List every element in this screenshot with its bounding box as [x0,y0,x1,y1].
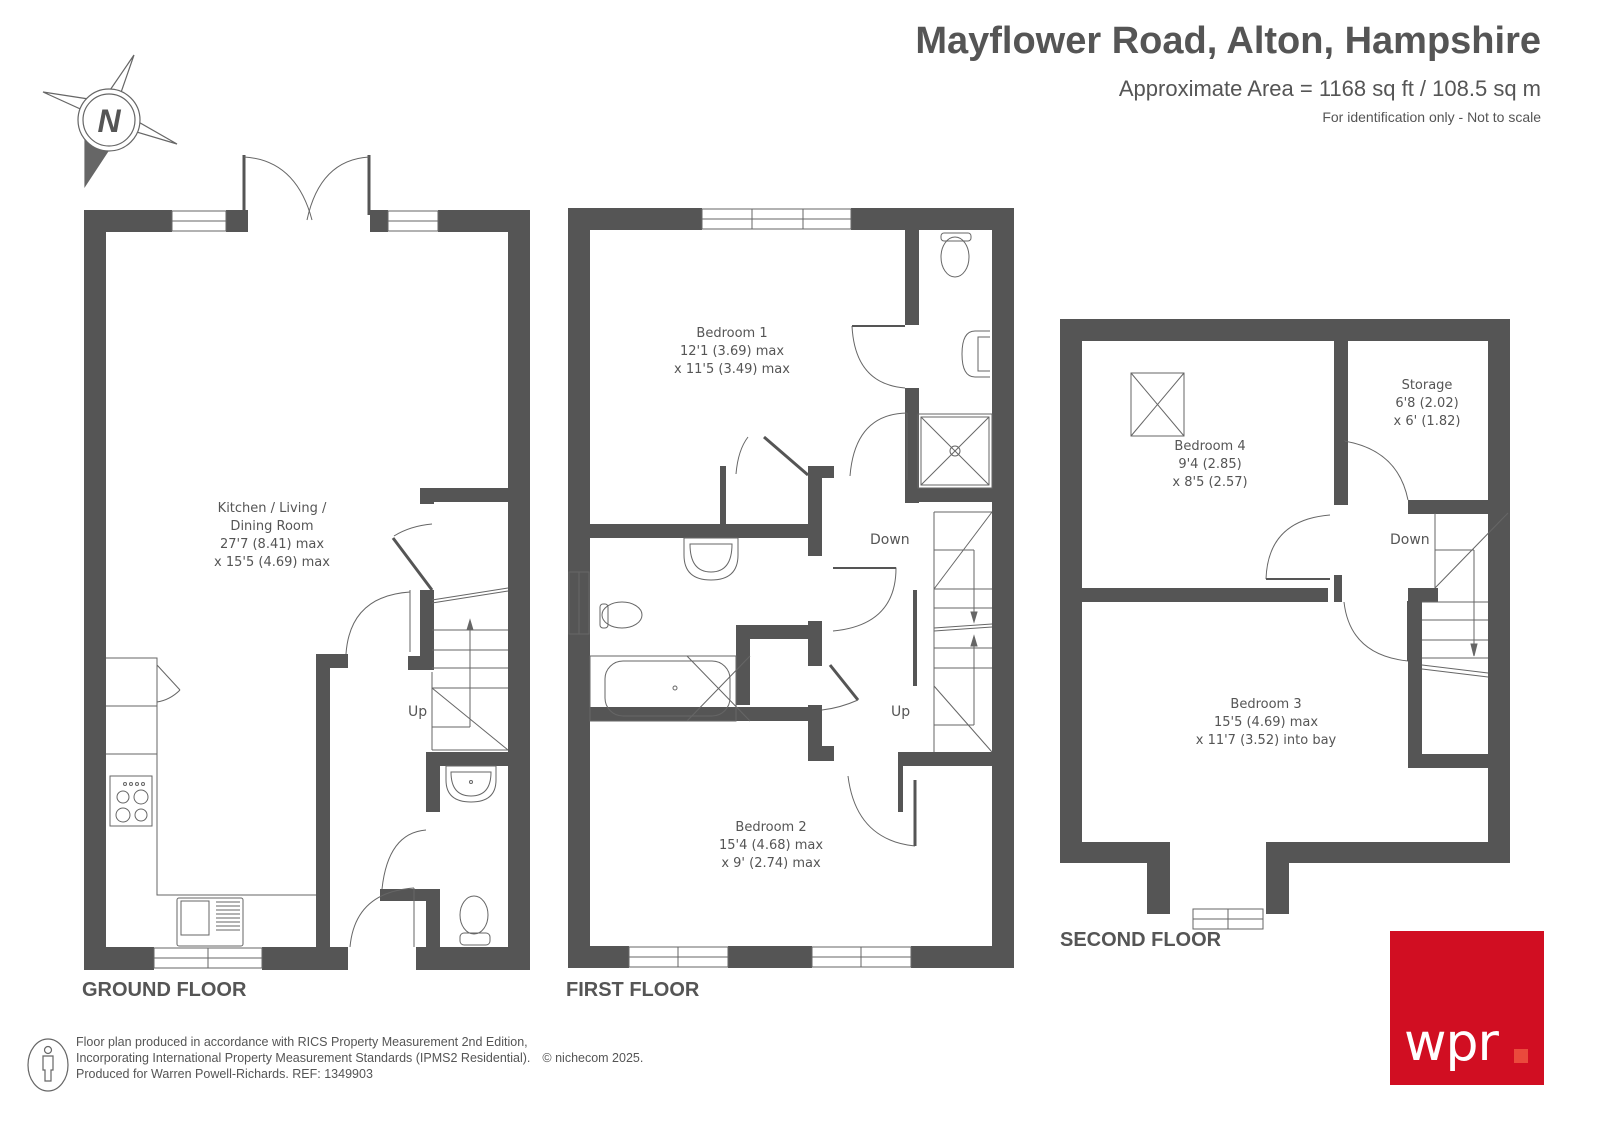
wpr-logo: wpr [1390,931,1544,1085]
room-name: Bedroom 3 [1230,697,1302,712]
first-floor-label: FIRST FLOOR [566,979,700,1001]
logo-dot-icon [1514,1049,1528,1063]
footer-line-3: Produced for Warren Powell-Richards. REF… [76,1067,373,1081]
room-dimension: 6'8 (2.02) [1395,396,1459,411]
stairs-down-label: Down [1390,532,1430,548]
first-floor-plan [568,208,1014,968]
approximate-area: Approximate Area = 1168 sq ft / 108.5 sq… [1118,76,1541,101]
room-bedroom-3: Bedroom 3 15'5 (4.69) max x 11'7 (3.52) … [1196,696,1337,750]
room-name: Bedroom 1 [696,326,768,341]
stairs-up-label: Up [408,704,428,720]
room-name: Storage [1401,378,1453,393]
room-name: Bedroom 2 [735,820,807,835]
room-kitchen-living-dining: Kitchen / Living / Dining Room 27'7 (8.4… [214,500,330,572]
room-dimension: 27'7 (8.41) max [219,537,325,552]
room-name: Dining Room [230,519,314,534]
room-dimension: x 9' (2.74) max [721,856,821,871]
footer-notes: Floor plan produced in accordance with R… [76,1034,643,1082]
compass-north-icon: N [42,54,178,189]
ground-floor-plan [84,155,530,970]
room-dimension: 15'4 (4.68) max [718,838,824,853]
room-dimension: x 11'5 (3.49) max [674,362,790,377]
room-bedroom-1: Bedroom 1 12'1 (3.69) max x 11'5 (3.49) … [674,325,790,379]
room-dimension: 12'1 (3.69) max [679,344,785,359]
stairs-down-label: Down [870,532,910,548]
room-bedroom-2: Bedroom 2 15'4 (4.68) max x 9' (2.74) ma… [719,819,823,873]
stairs-up-label: Up [891,704,911,720]
room-bedroom-4: Bedroom 4 9'4 (2.85) x 8'5 (2.57) [1172,438,1247,492]
logo-text: wpr [1404,1013,1499,1073]
room-dimension: x 11'7 (3.52) into bay [1195,733,1337,748]
second-floor-label: SECOND FLOOR [1060,929,1222,951]
footer-line-2: Incorporating International Property Mea… [76,1051,531,1065]
footer-line-1: Floor plan produced in accordance with R… [76,1035,528,1049]
room-name: Bedroom 4 [1174,439,1246,454]
room-dimension: x 15'5 (4.69) max [214,555,330,570]
copyright: © nichecom 2025. [542,1051,644,1065]
second-floor-plan [1060,319,1510,930]
property-title: Mayflower Road, Alton, Hampshire [915,20,1541,62]
room-dimension: 15'5 (4.69) max [1213,715,1319,730]
disclaimer: For identification only - Not to scale [1322,109,1541,125]
person-icon [27,1038,69,1092]
room-dimension: 9'4 (2.85) [1178,457,1242,472]
room-dimension: x 8'5 (2.57) [1172,475,1248,490]
room-name: Kitchen / Living / [217,501,327,516]
ground-floor-label: GROUND FLOOR [82,979,247,1001]
room-dimension: x 6' (1.82) [1393,414,1461,429]
room-storage: Storage 6'8 (2.02) x 6' (1.82) [1394,377,1461,431]
svg-text:N: N [97,103,121,139]
